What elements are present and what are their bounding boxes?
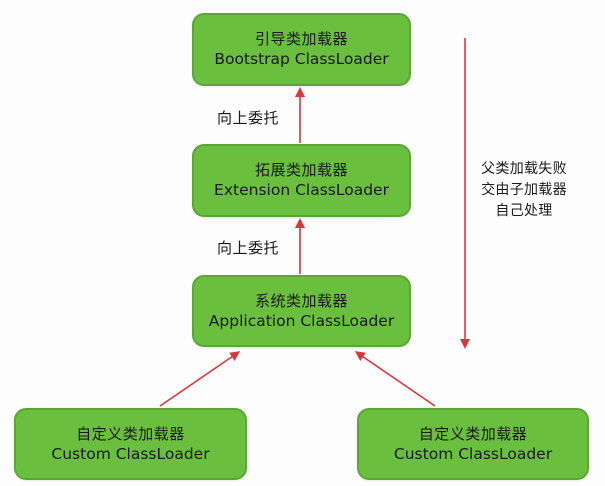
- custom-left-zh-label: 自定义类加载器: [76, 424, 185, 443]
- custom-left-en-label: Custom ClassLoader: [51, 444, 210, 463]
- custom-right-en-label: Custom ClassLoader: [393, 444, 553, 463]
- delegate-up-label-2: 向上委托: [217, 239, 280, 257]
- application-zh-label: 系统类加载器: [254, 291, 348, 310]
- side-note: 父类加载失败 交由子加载器 自己处理: [474, 159, 574, 222]
- side-note-line-3: 自己处理: [495, 203, 553, 219]
- custom-right-zh-label: 自定义类加载器: [418, 424, 528, 443]
- side-note-line-1: 父类加载失败: [481, 161, 567, 177]
- extension-zh-label: 拓展类加载器: [254, 161, 348, 179]
- application-en-label: Application ClassLoader: [208, 311, 395, 330]
- extension-en-label: Extension ClassLoader: [214, 181, 389, 199]
- arrow-custom-left-to-application: [159, 351, 241, 407]
- custom-classloader-box-right: 自定义类加载器 Custom ClassLoader: [357, 408, 589, 480]
- custom-classloader-box-left: 自定义类加载器 Custom ClassLoader: [14, 408, 247, 480]
- side-note-line-2: 交由子加载器: [481, 182, 567, 198]
- bootstrap-en-label: Bootstrap ClassLoader: [214, 50, 389, 68]
- bootstrap-zh-label: 引导类加载器: [254, 30, 348, 48]
- arrow-custom-right-to-application: [354, 351, 436, 407]
- bootstrap-classloader-box: 引导类加载器 Bootstrap ClassLoader: [192, 13, 411, 86]
- application-classloader-box: 系统类加载器 Application ClassLoader: [192, 275, 411, 347]
- extension-classloader-box: 拓展类加载器 Extension ClassLoader: [192, 144, 411, 217]
- delegate-up-label-1: 向上委托: [217, 109, 280, 127]
